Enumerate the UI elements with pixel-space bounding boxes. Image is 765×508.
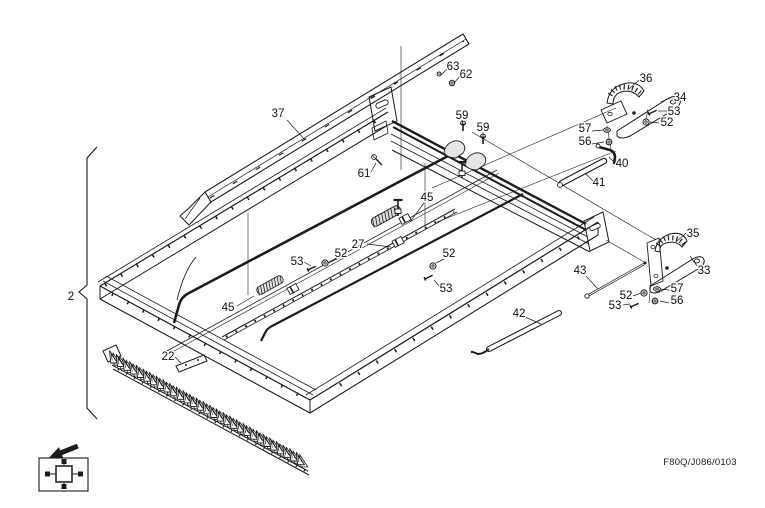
callout-43: 43 [574,265,587,277]
right-assemblies [470,82,705,356]
callout-41: 41 [593,177,606,189]
callout-63: 63 [447,61,460,73]
callout-33: 33 [698,265,711,277]
callout-42: 42 [513,308,526,320]
callout-52-top-right: 52 [661,117,674,129]
callout-53-center-right: 53 [440,283,453,295]
wear-plate-22 [175,354,208,373]
callout-56-top: 56 [579,136,592,148]
callout-36: 36 [640,73,653,85]
callout-40: 40 [616,158,629,170]
figure-code: F80Q/J086/0103 [663,457,737,468]
callout-45-upper: 45 [421,192,434,204]
machine-locator-icon [38,457,89,492]
direction-arrow-icon [49,443,79,459]
callout-56-right: 56 [671,295,684,307]
callout-59-left: 59 [456,110,469,122]
callout-52-center-left: 52 [335,248,348,260]
screw-63 [436,71,442,77]
callout-labels: 2 22 27 33 34 35 36 37 40 41 42 43 45 45… [67,60,712,365]
callout-57-right: 57 [671,283,684,295]
callout-53-right: 53 [609,300,622,312]
callout-53-top-right: 53 [668,106,681,118]
callout-34: 34 [674,92,687,104]
span-bracket [78,146,98,420]
callout-27: 27 [352,239,365,251]
callout-59-right: 59 [477,122,490,134]
callout-57-top: 57 [579,123,592,135]
screw-61 [371,154,383,166]
callout-52-right: 52 [620,290,633,302]
sickle-knife [102,344,310,476]
callout-37: 37 [272,108,285,120]
callout-35: 35 [687,228,700,240]
callout-22: 22 [162,351,175,363]
callout-45-lower: 45 [222,302,235,314]
callout-52-center-right: 52 [443,248,456,260]
callout-62: 62 [460,69,473,81]
deck-frame [97,86,610,414]
washer-62 [448,79,456,87]
top-cover [179,33,470,226]
callout-2: 2 [68,291,74,303]
callout-53-center-left: 53 [291,256,304,268]
interior-parts [164,154,524,356]
callout-61: 61 [358,168,371,180]
leader-lines [174,67,698,364]
rail-fittings [371,71,487,218]
